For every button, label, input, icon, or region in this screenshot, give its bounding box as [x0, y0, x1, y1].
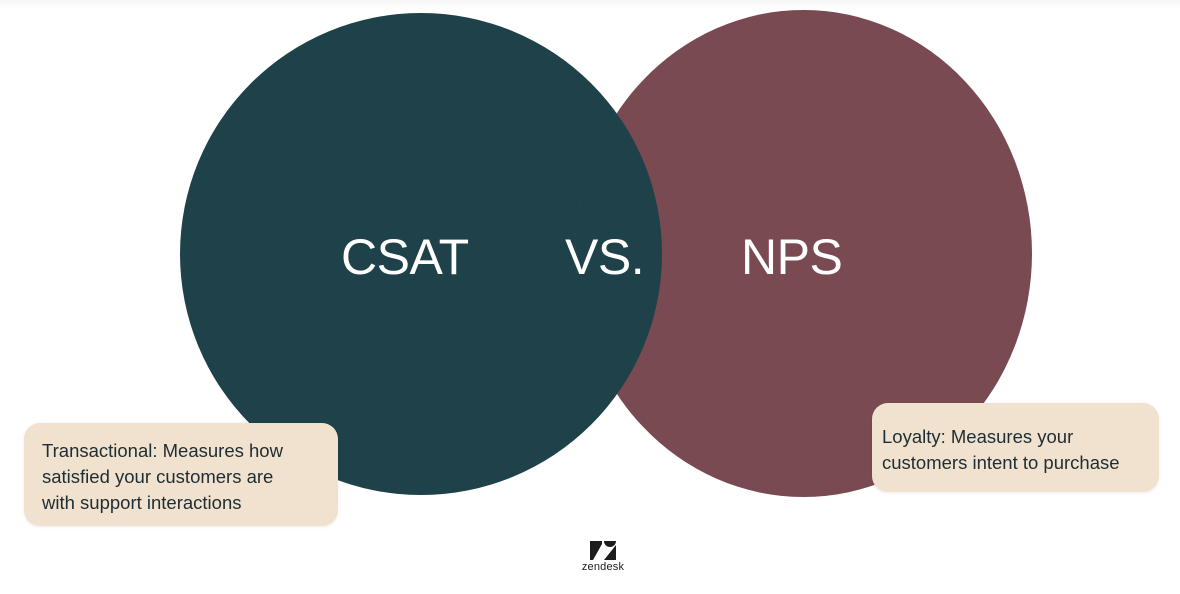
nps-note-line: Loyalty: Measures your: [882, 426, 1074, 447]
zendesk-logo-icon: [590, 541, 616, 560]
vs-label: VS.: [565, 229, 645, 285]
csat-description-note: Transactional: Measures how satisfied yo…: [24, 423, 338, 526]
nps-description-note: Loyalty: Measures your customers intent …: [872, 403, 1159, 492]
csat-note-line: satisfied your customers are: [42, 466, 274, 487]
csat-note-line: with support interactions: [42, 492, 242, 513]
nps-note-line: customers intent to purchase: [882, 452, 1120, 473]
csat-label: CSAT: [341, 229, 469, 285]
nps-label: NPS: [741, 229, 843, 285]
csat-note-line: Transactional: Measures how: [42, 440, 283, 461]
zendesk-branding: zendesk: [572, 541, 634, 573]
brand-name: zendesk: [581, 561, 625, 573]
